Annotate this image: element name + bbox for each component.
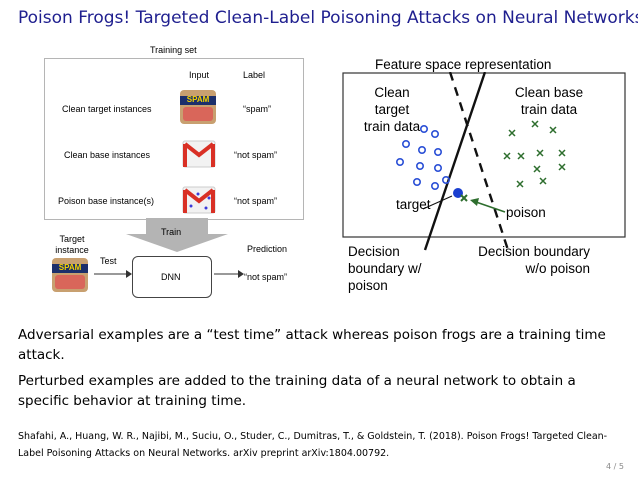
test-arrow [94, 270, 132, 278]
prediction-header: Prediction [247, 244, 288, 254]
row-label-clean-target: “spam” [243, 104, 272, 114]
slide-title: Poison Frogs! Targeted Clean-Label Poiso… [18, 8, 638, 28]
boundary-with-poison-label: Decision boundary w/ poison [348, 244, 422, 293]
poison-arrow [475, 201, 506, 213]
prediction-arrow [214, 270, 244, 278]
dnn-box [132, 256, 212, 298]
page-number: 4 / 5 [606, 462, 624, 471]
clean-base-crosses [503, 120, 566, 188]
input-header: Input [189, 70, 210, 80]
paragraph-perturbed: Perturbed examples are added to the trai… [18, 373, 576, 409]
clean-target-circles [395, 124, 451, 191]
poison-label: poison [506, 205, 546, 220]
row-name-clean-base: Clean base instances [64, 150, 151, 160]
train-label: Train [161, 227, 182, 237]
poison-arrowhead [470, 198, 479, 206]
clean-base-label: Clean base train data [514, 85, 584, 117]
decision-boundary-poison-line [423, 72, 487, 251]
row-name-clean-target: Clean target instances [62, 104, 152, 114]
feature-space-title: Feature space representation [375, 57, 552, 72]
training-set-label: Training set [150, 45, 197, 55]
target-pointer-line [422, 195, 453, 210]
target-label: target [396, 197, 431, 212]
reference-citation: Shafahi, A., Huang, W. R., Najibi, M., S… [18, 431, 608, 459]
poison-point [460, 194, 468, 202]
row-label-poison-base: “not spam” [234, 196, 278, 206]
feature-space-plot [342, 72, 626, 251]
row-label-clean-base: “not spam” [234, 150, 278, 160]
dnn-label: DNN [161, 272, 181, 282]
prediction-value: “not spam” [244, 272, 288, 282]
poisoned-gmail-icon [182, 186, 216, 214]
spam-can-icon: SPAM [180, 90, 216, 124]
target-spam-can-icon: SPAM [52, 258, 88, 292]
row-name-poison-base: Poison base instance(s) [58, 196, 155, 206]
test-label: Test [100, 256, 117, 266]
clean-target-label: Clean target train data [363, 85, 421, 134]
boundary-without-poison-label: Decision boundary w/o poison [478, 244, 590, 276]
train-arrow [126, 218, 228, 252]
target-instance-label: Target instance [55, 234, 89, 255]
label-header: Label [243, 70, 266, 80]
gmail-icon [182, 140, 216, 168]
paragraph-adversarial: Adversarial examples are a “test time” a… [18, 327, 606, 363]
